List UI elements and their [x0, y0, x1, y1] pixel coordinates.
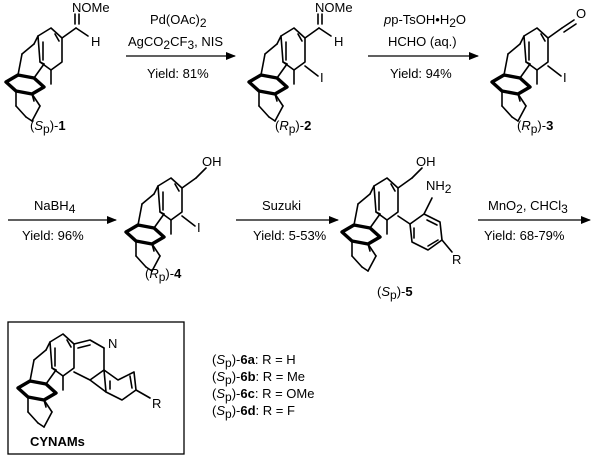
compound-6-box: N R CYNAMs [7, 321, 185, 455]
step-1-line1: Pd(OAc)2 [150, 12, 207, 30]
step-3-yield: Yield: 96% [22, 228, 84, 243]
step-1-line2: AgCO2CF3, NIS [128, 34, 223, 52]
variants-list: (Sp)-6a: R = H (Sp)-6b: R = Me (Sp)-6c: … [212, 352, 314, 421]
step-3: NaBH4 Yield: 96% [8, 198, 117, 243]
step-5-line1: MnO2, CHCl3 [488, 198, 568, 216]
c5-r: R [452, 252, 461, 267]
variant-6d: (Sp)-6d: R = F [212, 403, 295, 421]
variant-6c: (Sp)-6c: R = OMe [212, 386, 314, 404]
step-3-line1: NaBH4 [34, 198, 76, 216]
c6-r: R [152, 396, 161, 411]
variant-6a: (Sp)-6a: R = H [212, 352, 296, 370]
c5-amine: NH2 [426, 178, 452, 196]
step-2-line2: HCHO (aq.) [388, 34, 457, 49]
c3-label: (Rp)-3 [517, 118, 553, 136]
step-4-line1: Suzuki [262, 198, 301, 213]
c4-iodo: I [197, 220, 201, 235]
c1-group: NOMe [72, 0, 110, 15]
c5-group: OH [416, 154, 436, 169]
step-2: pp-TsOH•H2O HCHO (aq.) Yield: 94% [368, 12, 479, 81]
variant-6b: (Sp)-6b: R = Me [212, 369, 305, 387]
compound-3: O I (Rp)-3 [490, 6, 586, 136]
compound-4: OH I (Rp)-4 [124, 154, 222, 284]
compound-1: NOMe H (Sp)-1 [4, 0, 110, 136]
compound-5: OH NH2 R (Sp)-5 [340, 154, 461, 302]
compound-2: NOMe H I (Rp)-2 [247, 0, 353, 136]
c3-iodo: I [563, 70, 567, 85]
step-1-yield: Yield: 81% [147, 66, 209, 81]
c2-group: NOMe [315, 0, 353, 15]
step-5: MnO2, CHCl3 Yield: 68-79% [478, 198, 591, 243]
c1-label: (Sp)-1 [30, 118, 66, 136]
c2-label: (Rp)-2 [275, 118, 311, 136]
c2-h: H [334, 34, 343, 49]
c3-group: O [576, 6, 586, 21]
step-4: Suzuki Yield: 5-53% [236, 198, 339, 243]
step-5-yield: Yield: 68-79% [484, 228, 565, 243]
c1-h: H [91, 34, 100, 49]
step-1: Pd(OAc)2 AgCO2CF3, NIS Yield: 81% [126, 12, 236, 81]
c5-label: (Sp)-5 [377, 284, 413, 302]
step-4-yield: Yield: 5-53% [253, 228, 327, 243]
step-2-line1: pp-TsOH•H2O [383, 12, 466, 30]
cynams-label: CYNAMs [30, 434, 85, 449]
c2-iodo: I [320, 70, 324, 85]
cynams-frame [7, 321, 185, 455]
c6-n: N [108, 336, 117, 351]
c4-label: (Rp)-4 [145, 266, 182, 284]
step-2-yield: Yield: 94% [390, 66, 452, 81]
c4-group: OH [202, 154, 222, 169]
